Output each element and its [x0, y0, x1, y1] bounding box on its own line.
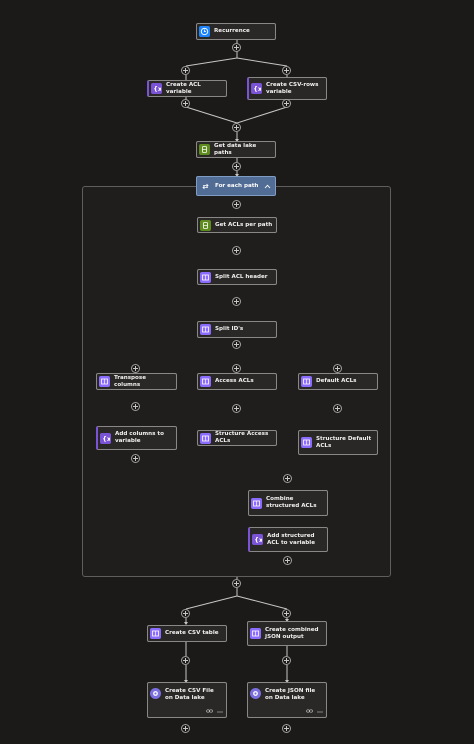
insert-step-button[interactable] — [282, 656, 291, 665]
data-operation-icon — [150, 628, 161, 639]
node-label: Add columns to variable — [115, 431, 164, 444]
structure-access-acls-action[interactable]: Structure Access ACLs — [197, 430, 277, 446]
insert-step-button[interactable] — [282, 724, 291, 733]
insert-step-button[interactable] — [282, 609, 291, 618]
data-operation-icon — [301, 376, 312, 387]
more-options-icon[interactable] — [217, 709, 223, 716]
storage-icon — [199, 144, 210, 155]
for-each-path-header[interactable]: For each path — [196, 176, 276, 196]
get-data-lake-paths-action[interactable]: Get data lake paths — [196, 141, 276, 158]
insert-step-button[interactable] — [282, 66, 291, 75]
node-label: Create ACL variable — [166, 81, 201, 95]
more-options-icon[interactable] — [317, 709, 323, 716]
insert-step-button[interactable] — [232, 297, 241, 306]
data-operation-icon — [200, 432, 211, 444]
insert-step-button[interactable] — [232, 246, 241, 255]
node-label: Structure Access ACLs — [215, 431, 269, 444]
data-operation-icon — [200, 271, 211, 283]
chevron-up-icon[interactable] — [264, 184, 271, 189]
node-label: Split ID's — [215, 326, 244, 332]
create-acl-variable-action[interactable]: {x} Create ACL variable — [147, 80, 227, 97]
add-structured-acl-to-variable-action[interactable]: {x} Add structured ACL to variable — [248, 527, 328, 552]
svg-text:{x}: {x} — [102, 435, 110, 443]
create-csv-rows-variable-action[interactable]: {x} Create CSV-rows variable — [247, 77, 327, 100]
node-label: Create combined JSON output — [265, 626, 319, 640]
node-label: Combine structured ACLs — [266, 496, 317, 509]
variable-icon: {x} — [100, 432, 111, 444]
insert-step-button[interactable] — [232, 200, 241, 209]
node-footer — [206, 709, 223, 716]
node-label: Split ACL header — [215, 273, 268, 280]
insert-step-button[interactable] — [282, 99, 291, 108]
combine-structured-acls-action[interactable]: Combine structured ACLs — [248, 490, 328, 516]
recurrence-trigger[interactable]: Recurrence — [196, 23, 276, 40]
node-label: Structure Default ACLs — [316, 435, 372, 449]
node-label: Get ACLs per path — [215, 221, 273, 228]
insert-step-button[interactable] — [131, 454, 140, 463]
node-footer — [306, 709, 323, 716]
variable-icon: {x} — [151, 83, 162, 94]
insert-step-button[interactable] — [181, 66, 190, 75]
create-csv-file-on-data-lake-action[interactable]: Create CSV File on Data lake — [147, 682, 227, 718]
split-ids-action[interactable]: Split ID's — [197, 321, 277, 338]
insert-step-button[interactable] — [181, 609, 190, 618]
structure-default-acls-action[interactable]: Structure Default ACLs — [298, 430, 378, 455]
insert-step-button[interactable] — [232, 123, 241, 132]
insert-step-button[interactable] — [232, 43, 241, 52]
create-csv-table-action[interactable]: Create CSV table — [147, 625, 227, 642]
add-columns-to-variable-action[interactable]: {x} Add columns to variable — [96, 426, 177, 450]
node-label: Create JSON file on Data lake — [265, 688, 316, 701]
node-label: Create CSV File on Data lake — [165, 688, 214, 701]
data-operation-icon — [200, 376, 211, 387]
insert-step-button[interactable] — [131, 364, 140, 373]
svg-text:{x}: {x} — [254, 536, 262, 544]
svg-text:{x}: {x} — [253, 85, 261, 93]
node-label: For each path — [215, 183, 259, 189]
link-icon — [306, 709, 313, 716]
node-label: Recurrence — [214, 28, 250, 34]
insert-step-button[interactable] — [232, 162, 241, 171]
node-label: Add structured ACL to variable — [267, 532, 315, 546]
clock-icon — [199, 26, 210, 37]
storage-icon — [200, 219, 211, 231]
insert-step-button[interactable] — [181, 724, 190, 733]
insert-step-button[interactable] — [232, 404, 241, 413]
data-operation-icon — [99, 376, 110, 387]
node-label: Transpose columns — [114, 374, 147, 388]
insert-step-button[interactable] — [232, 579, 241, 588]
insert-step-button[interactable] — [181, 656, 190, 665]
storage-account-icon — [250, 688, 261, 699]
insert-step-button[interactable] — [232, 340, 241, 349]
link-icon — [206, 709, 213, 716]
node-label: Create CSV-rows variable — [266, 81, 319, 95]
create-json-file-on-data-lake-action[interactable]: Create JSON file on Data lake — [247, 682, 327, 718]
insert-step-button[interactable] — [232, 364, 241, 373]
insert-step-button[interactable] — [131, 402, 140, 411]
storage-account-icon — [150, 688, 161, 699]
transpose-columns-action[interactable]: Transpose columns — [96, 373, 177, 390]
node-label: Create CSV table — [165, 630, 219, 636]
data-operation-icon — [301, 437, 312, 448]
insert-step-button[interactable] — [283, 474, 292, 483]
get-acls-per-path-action[interactable]: Get ACLs per path — [197, 217, 277, 233]
data-operation-icon — [250, 628, 261, 639]
svg-text:{x}: {x} — [153, 85, 161, 93]
insert-step-button[interactable] — [181, 99, 190, 108]
node-label: Get data lake paths — [214, 142, 257, 156]
node-label: Access ACLs — [215, 378, 254, 384]
variable-icon: {x} — [251, 83, 262, 94]
loop-icon — [201, 182, 210, 191]
insert-step-button[interactable] — [333, 364, 342, 373]
split-acl-header-action[interactable]: Split ACL header — [197, 269, 277, 285]
variable-icon: {x} — [252, 534, 263, 545]
insert-step-button[interactable] — [333, 404, 342, 413]
create-combined-json-output-action[interactable]: Create combined JSON output — [247, 621, 327, 646]
node-label: Default ACLs — [316, 378, 357, 384]
default-acls-action[interactable]: Default ACLs — [298, 373, 378, 390]
data-operation-icon — [200, 324, 211, 335]
insert-step-button[interactable] — [283, 556, 292, 565]
access-acls-action[interactable]: Access ACLs — [197, 373, 277, 390]
data-operation-icon — [251, 497, 262, 509]
